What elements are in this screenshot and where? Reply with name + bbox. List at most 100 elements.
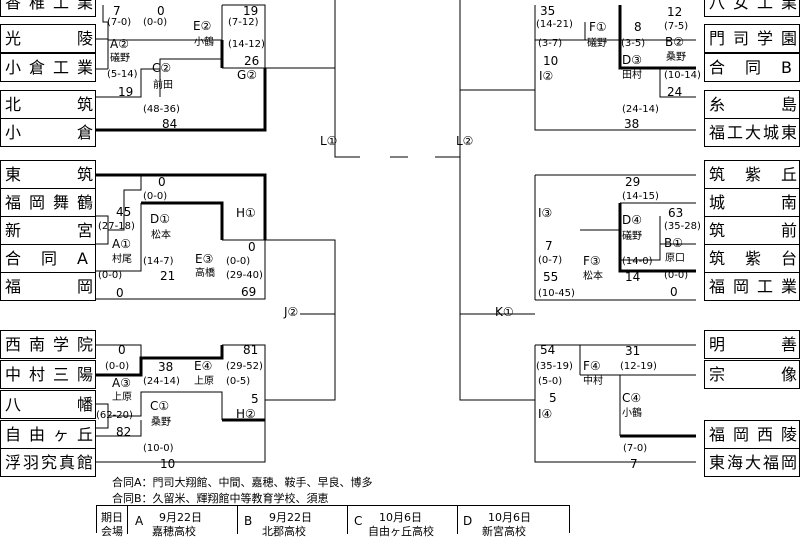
venue-code: D① xyxy=(150,212,170,226)
team-name-char: 光 xyxy=(5,29,22,48)
venue-code: I④ xyxy=(538,407,553,421)
left-team-box: 中村三陽 xyxy=(0,360,96,389)
referee: 松本 xyxy=(151,230,171,241)
left-team-box: 自由ヶ丘 xyxy=(0,420,96,449)
venue-code: H① xyxy=(236,206,256,220)
score-detail: (24-14) xyxy=(143,376,180,387)
score: 7 xyxy=(545,239,553,253)
team-name-char: 八 xyxy=(709,0,726,12)
team-name-char: 新 xyxy=(5,221,22,240)
schedule-venue: 自由ヶ丘高校 xyxy=(368,525,434,538)
team-name-char: 業 xyxy=(77,0,94,12)
score-detail: (0-0) xyxy=(98,270,123,281)
score: 0 xyxy=(118,343,126,357)
team-name-char: 同 xyxy=(41,249,58,268)
score: 7 xyxy=(630,457,638,471)
schedule-venue: 嘉穂高校 xyxy=(152,525,196,538)
schedule-date: 10月6日 xyxy=(488,511,531,524)
schedule-venue: 北郡高校 xyxy=(262,525,306,538)
score-detail: (10-14) xyxy=(664,70,701,81)
team-name-char: 台 xyxy=(781,249,798,268)
score: 0 xyxy=(116,286,124,300)
team-name-char: 工 xyxy=(727,123,744,142)
score: 81 xyxy=(243,343,259,357)
venue-code: H② xyxy=(236,407,256,421)
score: 0 xyxy=(158,175,166,189)
right-team-box: 東海大福岡 xyxy=(704,448,800,477)
divider xyxy=(347,506,348,534)
venue-code: F④ xyxy=(583,359,601,373)
score-detail: (3-5) xyxy=(621,38,646,49)
score-detail: (10-45) xyxy=(538,288,575,299)
score-detail: (14-21) xyxy=(536,19,573,30)
team-name-char: 紫 xyxy=(745,249,762,268)
score: 14 xyxy=(625,270,641,284)
team-name-char: 福 xyxy=(5,277,22,296)
score-detail: (0-5) xyxy=(226,376,251,387)
schedule-date: 10月6日 xyxy=(379,511,422,524)
score-detail: (3-7) xyxy=(538,38,563,49)
schedule-table: 期日 会場 A 9月22日 嘉穂高校 B 9月22日 北郡高校 C 10月6日 … xyxy=(96,505,570,538)
team-name-char: 舞 xyxy=(53,193,70,212)
score: 5 xyxy=(549,391,557,405)
right-team-box: 門司学園 xyxy=(704,24,800,53)
score-detail: (7-0) xyxy=(623,443,648,454)
score: 29 xyxy=(625,175,641,189)
left-team-box: 光陵 xyxy=(0,24,96,53)
team-name-char: 業 xyxy=(781,277,798,296)
left-team-box: 香稚工業 xyxy=(0,0,96,17)
score: 69 xyxy=(241,285,257,299)
score-detail: (7-0) xyxy=(107,17,132,28)
team-name-char: 福 xyxy=(5,193,22,212)
team-name-char: 東 xyxy=(781,123,798,142)
left-team-box: 福岡舞鶴 xyxy=(0,188,96,217)
venue-code: B① xyxy=(664,236,683,250)
team-name-char: 宮 xyxy=(77,221,94,240)
team-name-char: 岡 xyxy=(77,277,94,296)
referee: 上原 xyxy=(194,376,214,387)
schedule-letter: C xyxy=(354,514,363,528)
team-name-char: 中 xyxy=(5,365,22,384)
venue-code: A② xyxy=(110,37,129,51)
score-detail: (29-40) xyxy=(226,270,263,281)
team-name-char: 岡 xyxy=(733,277,750,296)
team-name-char: 小 xyxy=(5,58,22,77)
score-detail: (12-19) xyxy=(620,361,657,372)
venue-code: E④ xyxy=(194,359,213,373)
venue-code: F① xyxy=(589,20,607,34)
team-name-char: 小 xyxy=(5,123,22,142)
score: 10 xyxy=(160,457,176,471)
schedule-header-venue: 会場 xyxy=(101,525,123,538)
score: 21 xyxy=(160,269,176,283)
team-name-char: 紫 xyxy=(745,165,762,184)
schedule-date: 9月22日 xyxy=(159,511,202,524)
venue-code: E③ xyxy=(195,252,214,266)
team-name-char: 東 xyxy=(5,165,22,184)
venue-code: A③ xyxy=(112,376,131,390)
score-detail: (35-19) xyxy=(536,361,573,372)
team-name-char: 業 xyxy=(781,0,798,12)
score: 38 xyxy=(158,360,174,374)
team-name-char: 明 xyxy=(709,335,726,354)
score-detail: (7-12) xyxy=(228,17,259,28)
team-name-char: A xyxy=(77,249,88,268)
schedule-letter: A xyxy=(135,514,144,528)
score: 35 xyxy=(540,4,556,18)
team-name-char: 陵 xyxy=(77,29,94,48)
score: 0 xyxy=(670,285,678,299)
team-name-char: 陵 xyxy=(781,425,798,444)
left-team-box: 八幡 xyxy=(0,390,96,419)
referee: 礒野 xyxy=(110,53,130,64)
score-detail: (29-52) xyxy=(226,361,263,372)
venue-code: A① xyxy=(112,237,131,251)
team-name-char: 城 xyxy=(763,123,780,142)
referee: 原口 xyxy=(665,253,685,264)
schedule-venue: 新宮高校 xyxy=(482,525,526,538)
score-detail: (5-0) xyxy=(538,376,563,387)
venue-code: I② xyxy=(539,69,554,83)
team-name-char: 館 xyxy=(77,453,94,472)
score-detail: (62-20) xyxy=(96,410,133,421)
score-detail: (0-0) xyxy=(105,361,130,372)
score-detail: (5-14) xyxy=(107,69,138,80)
